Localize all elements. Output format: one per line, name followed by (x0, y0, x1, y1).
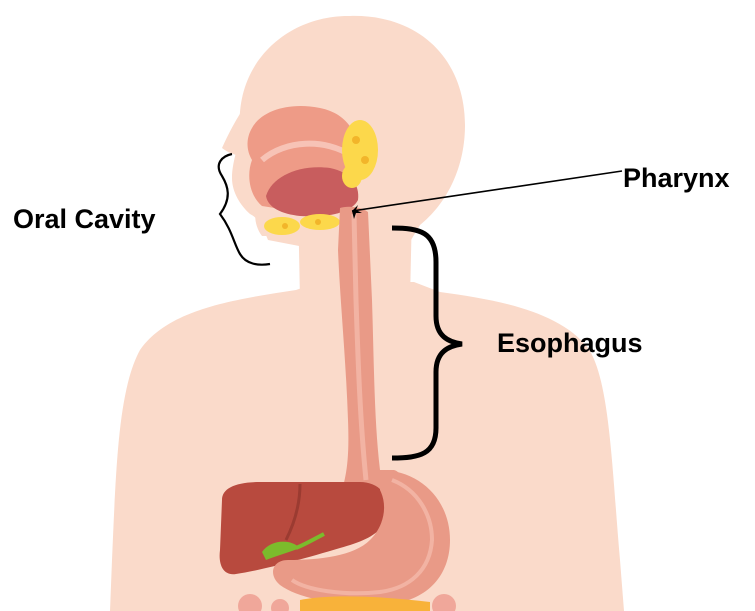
label-oral-cavity: Oral Cavity (13, 204, 156, 234)
label-pharynx: Pharynx (623, 163, 730, 193)
label-esophagus: Esophagus (497, 328, 643, 358)
